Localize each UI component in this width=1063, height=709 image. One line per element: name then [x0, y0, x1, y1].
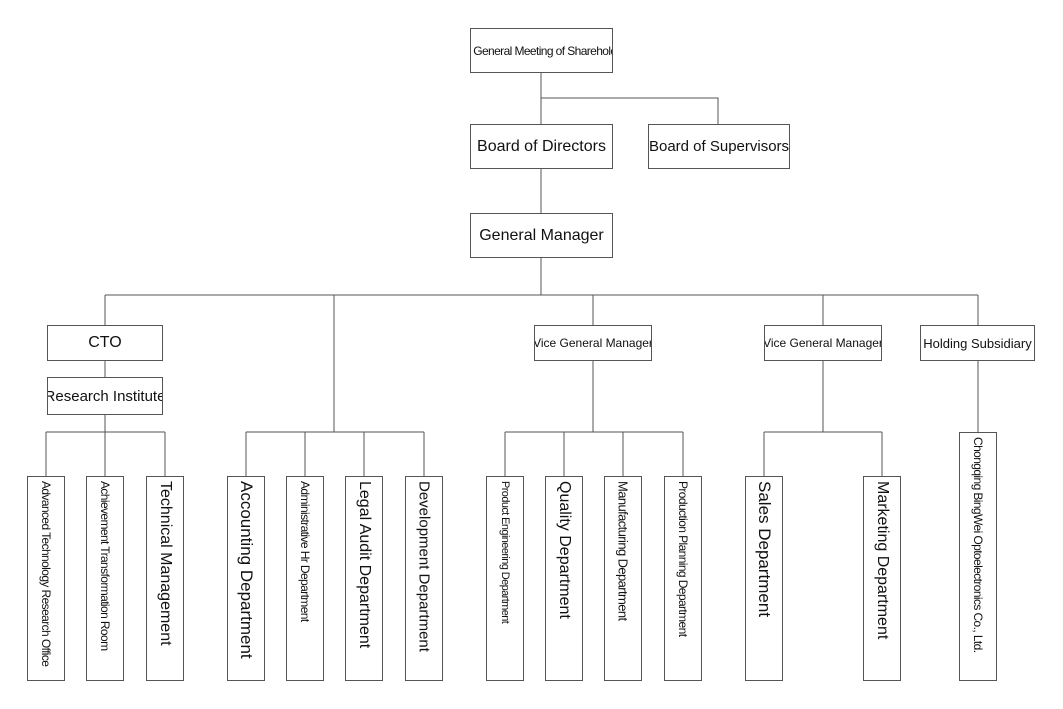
sales-department-node: Sales Department — [745, 476, 783, 681]
development-department-node: Development Department — [405, 476, 443, 681]
research-institute-node: Research Institute — [47, 377, 163, 415]
board-of-directors-node: Board of Directors — [470, 124, 613, 169]
technical-management-node: Technical Management — [146, 476, 184, 681]
quality-department-node: Quality Department — [545, 476, 583, 681]
production-planning-department-node: Production Planning Department — [664, 476, 702, 681]
achievement-transformation-room-node: Achievement Transformation Room — [86, 476, 124, 681]
general-manager-node: General Manager — [470, 213, 613, 258]
shareholders-node: The General Meeting of Shareholders — [470, 28, 613, 73]
accounting-department-node: Accounting Department — [227, 476, 265, 681]
marketing-department-node: Marketing Department — [863, 476, 901, 681]
vice-general-manager-node-2: Vice General Manager — [764, 325, 882, 361]
holding-subsidiary-node: Holding Subsidiary — [920, 325, 1035, 361]
cto-node: CTO — [47, 325, 163, 361]
advanced-technology-research-office-node: Advanced Technology Research Office — [27, 476, 65, 681]
product-engineering-department-node: Product Engineering Department — [486, 476, 524, 681]
manufacturing-department-node: Manufacturing Department — [604, 476, 642, 681]
vice-general-manager-node-1: Vice General Manager — [534, 325, 652, 361]
chongqing-bingwei-node: Chongqing BingWei Optoelectronics Co., L… — [959, 432, 997, 681]
administrative-hr-department-node: Administrative Hr Department — [286, 476, 324, 681]
legal-audit-department-node: Legal Audit Department — [345, 476, 383, 681]
board-of-supervisors-node: Board of Supervisors — [648, 124, 790, 169]
